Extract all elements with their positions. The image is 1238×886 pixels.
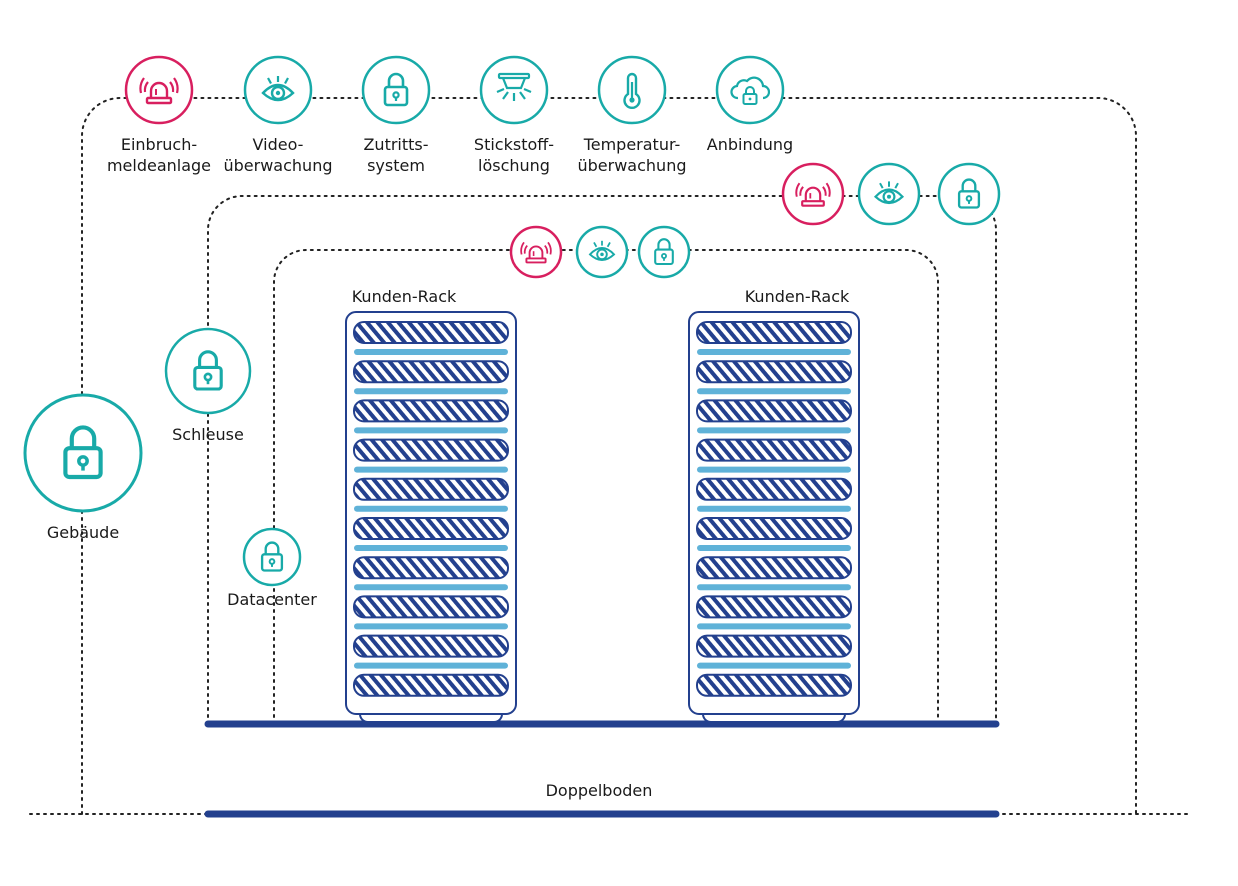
lock-icon <box>937 162 1001 226</box>
eye-icon <box>243 55 313 125</box>
rack-spacer <box>697 505 851 512</box>
alarm-icon <box>781 162 845 226</box>
sprinkler-icon <box>479 55 549 125</box>
customer-rack-left <box>345 311 517 723</box>
top-icon-label-line2: überwachung <box>224 156 333 175</box>
top-icon-label-line1: Zutritts- <box>363 135 428 154</box>
video-surveillance: Video- überwachung <box>224 55 333 175</box>
rack-unit <box>353 477 509 501</box>
building-access: Gebäude <box>23 393 143 542</box>
rack-spacer <box>697 427 851 434</box>
rack-unit <box>353 399 509 423</box>
rack-unit <box>696 477 852 501</box>
rack-spacer <box>354 388 508 395</box>
top-icon-label-line2: meldeanlage <box>107 156 211 175</box>
rack-unit <box>696 634 852 658</box>
rack-unit <box>353 360 509 384</box>
top-icon-label-line2: löschung <box>478 156 550 175</box>
rack-unit <box>696 673 852 697</box>
rack-unit <box>696 438 852 462</box>
rack-unit <box>353 438 509 462</box>
rack-unit <box>353 321 509 344</box>
rack-unit <box>696 360 852 384</box>
rack-spacer <box>697 584 851 591</box>
building-label: Gebäude <box>47 523 119 542</box>
top-icon-label-line1: Video- <box>253 135 304 154</box>
rack-spacer <box>354 349 508 355</box>
top-icon-label: Anbindung <box>707 135 793 154</box>
rack-unit <box>696 517 852 540</box>
rack-spacer <box>354 623 508 630</box>
cloud-lock-icon <box>715 55 785 125</box>
rack-spacer <box>354 545 508 551</box>
airlock-access: Schleuse <box>164 327 252 444</box>
nitrogen-extinguishing: Stickstoff- löschung <box>474 55 554 175</box>
rack-unit <box>696 399 852 423</box>
rack-unit <box>353 673 509 697</box>
eye-icon <box>575 225 629 279</box>
rack-spacer <box>697 662 851 669</box>
rack-unit <box>353 556 509 580</box>
lock-icon <box>164 327 252 415</box>
top-icon-label-line2: system <box>367 156 425 175</box>
datacenter-label: Datacenter <box>227 590 317 609</box>
rack-spacer <box>697 623 851 630</box>
datacenter-access: Datacenter <box>227 527 317 609</box>
customer-rack-right <box>688 311 860 723</box>
top-icon-label-line1: Temperatur- <box>583 135 681 154</box>
rack-unit <box>696 321 852 344</box>
connectivity: Anbindung <box>707 55 793 154</box>
rack-right-title: Kunden-Rack <box>745 287 850 306</box>
top-icon-label-line1: Einbruch- <box>121 135 197 154</box>
temperature-monitoring: Temperatur- überwachung <box>578 55 687 175</box>
rack-spacer <box>354 505 508 512</box>
rack-spacer <box>354 662 508 669</box>
raised-floor-label: Doppelboden <box>546 781 653 800</box>
rack-unit <box>353 634 509 658</box>
rack-spacer <box>697 349 851 355</box>
lock-icon <box>242 527 302 587</box>
boundary-lines <box>29 97 1191 815</box>
rack-spacer <box>354 427 508 434</box>
rack-unit <box>353 517 509 540</box>
lock-icon <box>23 393 143 513</box>
rack-spacer <box>697 545 851 551</box>
datacenter-security-icons <box>509 225 691 279</box>
access-system: Zutritts- system <box>361 55 431 175</box>
top-security-icons: Einbruch- meldeanlage Video- überwachung… <box>107 55 793 175</box>
top-icon-label-line2: überwachung <box>578 156 687 175</box>
rack-spacer <box>354 584 508 591</box>
rack-spacer <box>697 388 851 395</box>
rack-unit <box>696 556 852 580</box>
alarm-icon <box>509 225 563 279</box>
rack-unit <box>696 595 852 619</box>
intrusion-alarm: Einbruch- meldeanlage <box>107 55 211 175</box>
rack-unit <box>353 595 509 619</box>
eye-icon <box>857 162 921 226</box>
lock-icon <box>361 55 431 125</box>
lock-icon <box>637 225 691 279</box>
rack-left-title: Kunden-Rack <box>352 287 457 306</box>
alarm-icon <box>124 55 194 125</box>
top-icon-label-line1: Stickstoff- <box>474 135 554 154</box>
rack-spacer <box>697 466 851 473</box>
airlock-label: Schleuse <box>172 425 244 444</box>
rack-spacer <box>354 466 508 473</box>
airlock-security-icons <box>781 162 1001 226</box>
